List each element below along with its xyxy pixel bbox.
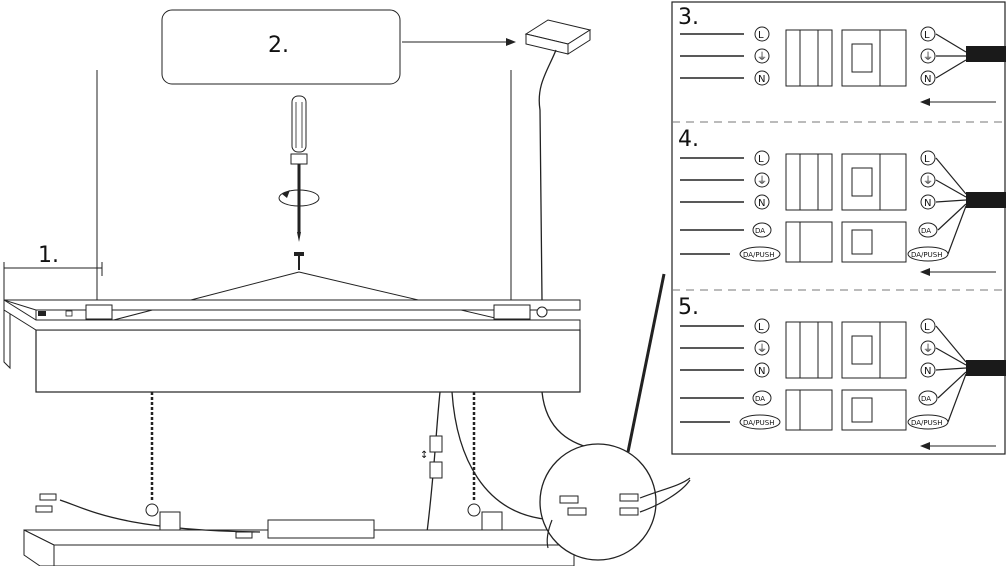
svg-text:↕: ↕ <box>420 450 428 461</box>
dali-terminal-label: DA <box>921 227 931 235</box>
feed-cable-1 <box>425 391 441 541</box>
neutral-terminal-label: N <box>924 74 931 85</box>
step-3-group: 3. L ⏚ N L ⏚ N <box>678 5 1006 106</box>
step-1-label: 1. <box>38 243 59 268</box>
dali-terminal-label: DA <box>755 395 765 403</box>
live-terminal-label: L <box>758 322 764 333</box>
dali-terminal-label: DA <box>921 395 931 403</box>
luminaire-body <box>3 299 581 393</box>
connector-block-icon <box>841 321 907 379</box>
step-5-group: 5. L ⏚ N DA DA/PUSH L ⏚ N DA DA/PUS <box>678 295 1006 450</box>
dali-push-terminal-label: DA/PUSH <box>743 419 774 427</box>
step-5-label: 5. <box>678 295 699 320</box>
wiring-panel-frame <box>671 1 1006 455</box>
hook-left-icon <box>145 503 159 517</box>
mounting-plate-right <box>493 304 531 320</box>
live-terminal-label: L <box>924 322 930 333</box>
earth-terminal-label: ⏚ <box>757 175 767 187</box>
screw-icon <box>294 252 304 270</box>
step-2-box <box>161 9 401 85</box>
connector-block-icon <box>785 29 833 87</box>
feed-cable-3 <box>541 391 601 451</box>
neutral-terminal-label: N <box>924 366 931 377</box>
cable-icon <box>966 192 1006 208</box>
indicator-line-left <box>105 271 300 323</box>
arrow-left-icon <box>920 442 930 450</box>
magnifier-circle-icon <box>539 273 691 561</box>
connector-block-icon <box>785 389 833 431</box>
neutral-terminal-label: N <box>924 198 931 209</box>
mounting-plate-left <box>85 304 113 320</box>
screwdriver-icon <box>290 95 308 242</box>
connector-block-icon <box>785 221 833 263</box>
dali-push-terminal-label: DA/PUSH <box>911 419 942 427</box>
arrow-head-icon <box>506 38 516 46</box>
dali-terminal-label: DA <box>755 227 765 235</box>
arrow-left-icon <box>920 268 930 276</box>
earth-terminal-label: ⏚ <box>923 51 933 63</box>
earth-terminal-label: ⏚ <box>757 343 767 355</box>
neutral-terminal-label: N <box>758 74 765 85</box>
cable-icon <box>966 360 1006 376</box>
inline-connector-icon: ↕ <box>420 435 443 479</box>
earth-terminal-label: ⏚ <box>923 343 933 355</box>
rotate-arrow-icon <box>278 189 320 207</box>
live-terminal-label: L <box>924 154 930 165</box>
arrow-left-icon <box>920 98 930 106</box>
step-4-group: 4. L ⏚ N DA DA/PUSH L ⏚ N DA DA/PUS <box>678 127 1006 276</box>
power-cable <box>538 49 557 301</box>
ceiling-canopy-icon <box>524 19 592 55</box>
wiring-panel <box>671 1 1006 455</box>
feed-cable-2 <box>451 391 561 521</box>
connector-block-icon <box>39 493 57 501</box>
step-2-group: 2. <box>161 9 516 85</box>
neutral-terminal-label: N <box>758 366 765 377</box>
connector-block-icon <box>785 321 833 379</box>
cable-icon <box>966 46 1006 62</box>
live-terminal-label: L <box>758 30 764 41</box>
indicator-line-right <box>298 271 513 323</box>
step-1-group: 1. <box>3 243 103 300</box>
earth-terminal-label: ⏚ <box>923 175 933 187</box>
earth-terminal-label: ⏚ <box>757 51 767 63</box>
dali-push-terminal-label: DA/PUSH <box>743 251 774 259</box>
step-4-label: 4. <box>678 127 699 152</box>
step-2-label: 2. <box>268 33 289 58</box>
step-3-label: 3. <box>678 5 699 30</box>
hook-right-icon <box>467 503 481 517</box>
dali-push-terminal-label: DA/PUSH <box>911 251 942 259</box>
live-terminal-label: L <box>758 154 764 165</box>
connector-block-icon <box>785 153 833 211</box>
live-terminal-label: L <box>924 30 930 41</box>
driver-box-icon <box>267 519 375 539</box>
neutral-terminal-label: N <box>758 198 765 209</box>
